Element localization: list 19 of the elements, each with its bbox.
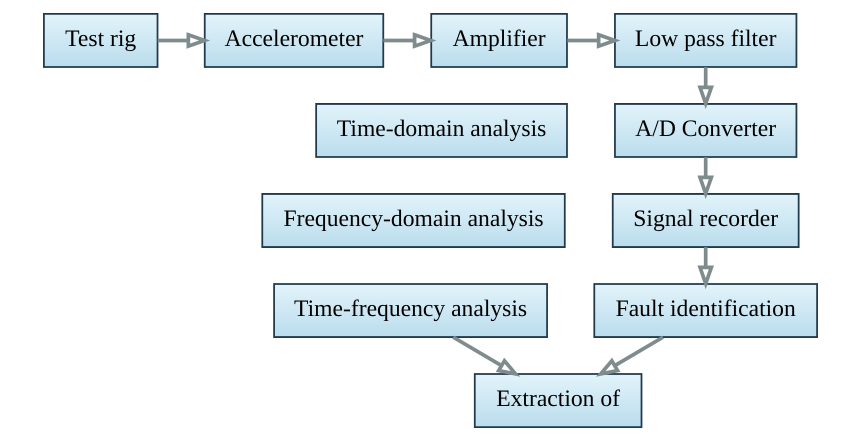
arrow <box>157 32 210 49</box>
node-box: Frequency-domain analysis <box>260 193 566 248</box>
arrow <box>452 336 520 377</box>
arrow <box>696 67 714 110</box>
node-box: Test rig <box>42 13 158 68</box>
arrow <box>595 336 664 377</box>
arrow <box>696 157 714 200</box>
node-box: Signal recorder <box>611 193 800 248</box>
node-box: A/D Converter <box>614 103 797 158</box>
node-box: Low pass filter <box>614 13 797 68</box>
node-box: Time-domain analysis <box>314 103 568 158</box>
arrow <box>696 247 714 290</box>
arrow <box>382 32 436 49</box>
arrow <box>566 32 620 49</box>
node-box: Accelerometer <box>203 13 384 68</box>
node-box: Amplifier <box>430 13 568 68</box>
node-box: Time-frequency analysis <box>272 283 548 338</box>
node-box: Fault identification <box>592 283 818 338</box>
node-box: Extraction of <box>473 373 642 428</box>
